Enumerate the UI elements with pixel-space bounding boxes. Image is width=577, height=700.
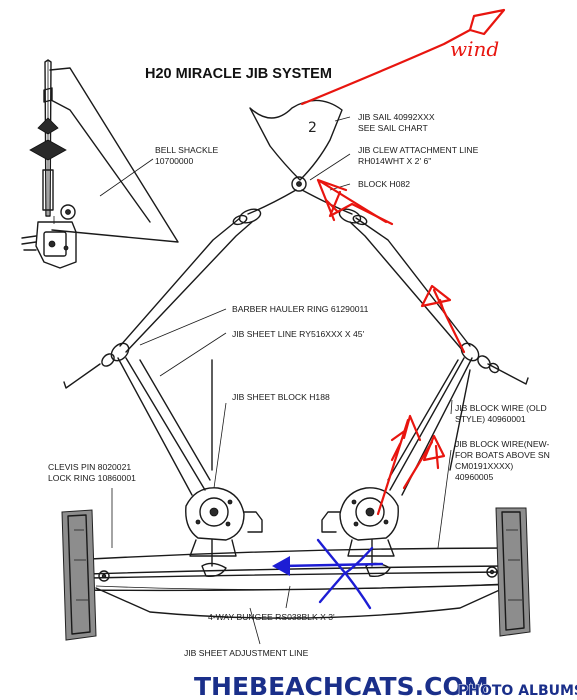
svg-text:CM0191XXXX): CM0191XXXX) [455,461,513,471]
svg-text:40960005: 40960005 [455,472,493,482]
diagram-title: H20 MIRACLE JIB SYSTEM [145,66,332,82]
block-wire-old-label: JIB BLOCK WIRE (OLD STYLE) 40960001 [450,399,547,424]
red-arrow-wire-new [390,434,446,490]
svg-text:JIB SHEET BLOCK H188: JIB SHEET BLOCK H188 [232,392,330,402]
sheet-line-label: JIB SHEET LINE RY516XXX X 45' [159,329,365,377]
svg-text:FOR BOATS ABOVE SN: FOR BOATS ABOVE SN [455,450,550,460]
svg-text:4-WAY BUNGEE RS038BLK X 3': 4-WAY BUNGEE RS038BLK X 3' [208,612,335,622]
bungee-label: 4-WAY BUNGEE RS038BLK X 3' [208,585,335,622]
svg-text:BLOCK H082: BLOCK H082 [358,179,410,189]
front-crossbar [71,547,521,619]
block-icon [185,487,245,541]
svg-text:BARBER HAULER RING 61290011: BARBER HAULER RING 61290011 [232,304,369,314]
watermark: THEBEACHCATS.COM PHOTO ALBUMS [193,671,577,700]
svg-text:JIB SAIL 40992XXX: JIB SAIL 40992XXX [358,112,435,122]
jib-sheet-block-left [185,487,263,567]
adjustment-line-label: JIB SHEET ADJUSTMENT LINE [184,607,309,658]
barber-hauler-label: BARBER HAULER RING 61290011 [139,304,369,346]
svg-text:JIB BLOCK WIRE (OLD: JIB BLOCK WIRE (OLD [455,403,547,413]
svg-text:JIB SHEET ADJUSTMENT LINE: JIB SHEET ADJUSTMENT LINE [184,648,309,658]
svg-text:RH014WHT X 2' 6": RH014WHT X 2' 6" [358,156,431,166]
red-arrow-side [420,284,466,354]
sail-number: 2 [308,120,317,136]
svg-text:LOCK RING 10860001: LOCK RING 10860001 [48,473,136,483]
svg-text:STYLE) 40960001: STYLE) 40960001 [455,414,526,424]
svg-text:JIB CLEW ATTACHMENT LINE: JIB CLEW ATTACHMENT LINE [358,145,479,155]
watermark-album: PHOTO ALBUMS [458,683,577,699]
blue-annotation [272,538,384,610]
shackle-icon [60,204,76,220]
barber-rings-side [101,342,500,374]
ring-icon [232,208,262,226]
svg-text:CLEVIS PIN 8020021: CLEVIS PIN 8020021 [48,462,131,472]
jib-sheet-block-right [321,487,399,567]
svg-text:JIB SHEET LINE RY516XXX X 45': JIB SHEET LINE RY516XXX X 45' [232,329,365,339]
clew-line-label: JIB CLEW ATTACHMENT LINE RH014WHT X 2' 6… [309,145,479,181]
wind-annotation: wind [300,8,506,106]
jib-sail-label: JIB SAIL 40992XXX SEE SAIL CHART [334,112,435,133]
sheet-block-label: JIB SHEET BLOCK H188 [213,392,330,489]
svg-text:SEE SAIL CHART: SEE SAIL CHART [358,123,428,133]
jib-sail-clew: 2 [249,99,343,192]
wind-label: wind [450,37,499,61]
barber-rings-upper [232,208,368,226]
block-wire-new-label: JIB BLOCK WIRE(NEW- FOR BOATS ABOVE SN C… [437,439,550,549]
bell-shackle-detail [21,59,179,269]
svg-text:BELL SHACKLE: BELL SHACKLE [155,145,218,155]
svg-text:10700000: 10700000 [155,156,193,166]
watermark-site: THEBEACHCATS.COM [194,672,489,700]
bell-shackle-label: BELL SHACKLE 10700000 [99,145,218,197]
cross-mark-icon [316,538,374,610]
clevis-label: CLEVIS PIN 8020021 LOCK RING 10860001 [48,462,136,548]
left-hull [61,509,97,641]
svg-text:JIB BLOCK WIRE(NEW-: JIB BLOCK WIRE(NEW- [455,439,550,449]
jib-sheet-lines [63,189,529,496]
right-hull [495,507,531,637]
red-arrow-clew [316,178,394,226]
red-arrow-wire-old [376,414,422,516]
